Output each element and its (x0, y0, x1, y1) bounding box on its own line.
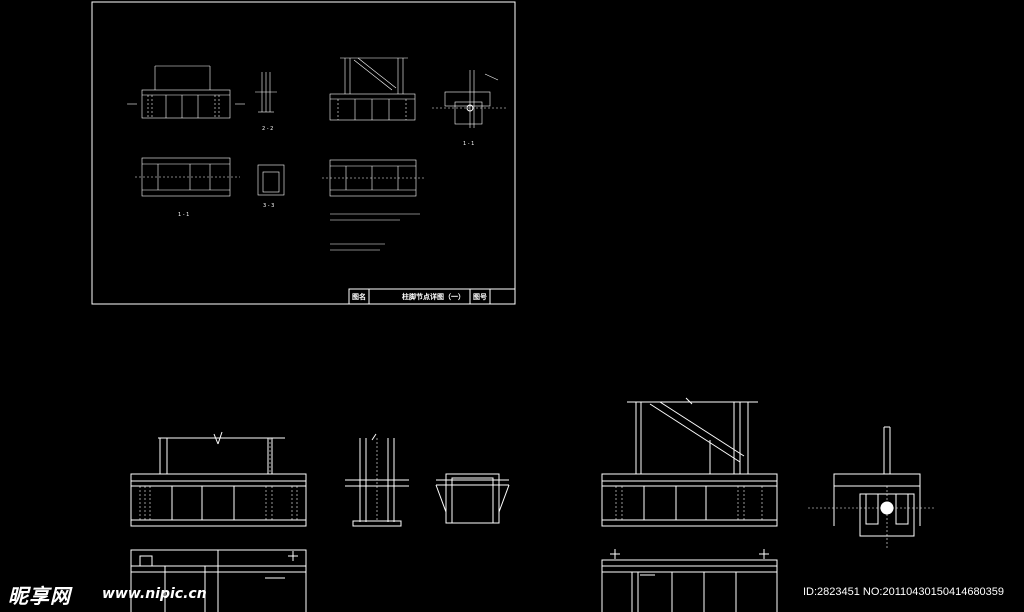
watermark-id: ID:2823451 NO:20110430150414680359 (803, 586, 1005, 598)
titleblock-label-name: 图名 (352, 292, 366, 301)
section-label-plan-1-1: 1 - 1 (178, 212, 189, 218)
sheet-border (91, 1, 516, 305)
section-label-3-3: 3 - 3 (263, 203, 274, 209)
detail-section-2-2-large (345, 433, 409, 527)
detail-plan-b-large (601, 549, 778, 612)
detail-plan-1-1-large (130, 549, 307, 612)
sheet-detail-a-elevation (127, 65, 245, 119)
detail-b-elevation-large (601, 397, 778, 527)
section-label-1-1-top: 1 - 1 (463, 141, 474, 147)
sheet-plan-b (322, 159, 424, 197)
sheet-plan-1-1: 1 - 1 (135, 157, 240, 218)
sheet-section-1-1-right: 1 - 1 (432, 70, 508, 147)
detail-a-elevation-large (130, 431, 307, 527)
watermark-url: www.nipic.cn (102, 586, 207, 602)
titleblock-title: 柱脚节点详图（一） (402, 292, 465, 301)
title-block: 图名 柱脚节点详图（一） 图号 (348, 288, 516, 305)
section-label-2-2: 2 - 2 (262, 126, 273, 132)
sheet-notes (330, 213, 420, 251)
sheet-section-3-3: 3 - 3 (257, 164, 285, 209)
detail-section-1-1-large (808, 426, 934, 550)
watermark-logo: 昵享网 (8, 584, 71, 608)
detail-section-3-3-large (435, 473, 510, 524)
drawing-sheet: 图名 柱脚节点详图（一） 图号 2 (91, 1, 516, 305)
titleblock-label-number: 图号 (473, 292, 487, 301)
sheet-detail-b-elevation (329, 57, 416, 121)
sheet-section-2-2: 2 - 2 (255, 72, 277, 132)
